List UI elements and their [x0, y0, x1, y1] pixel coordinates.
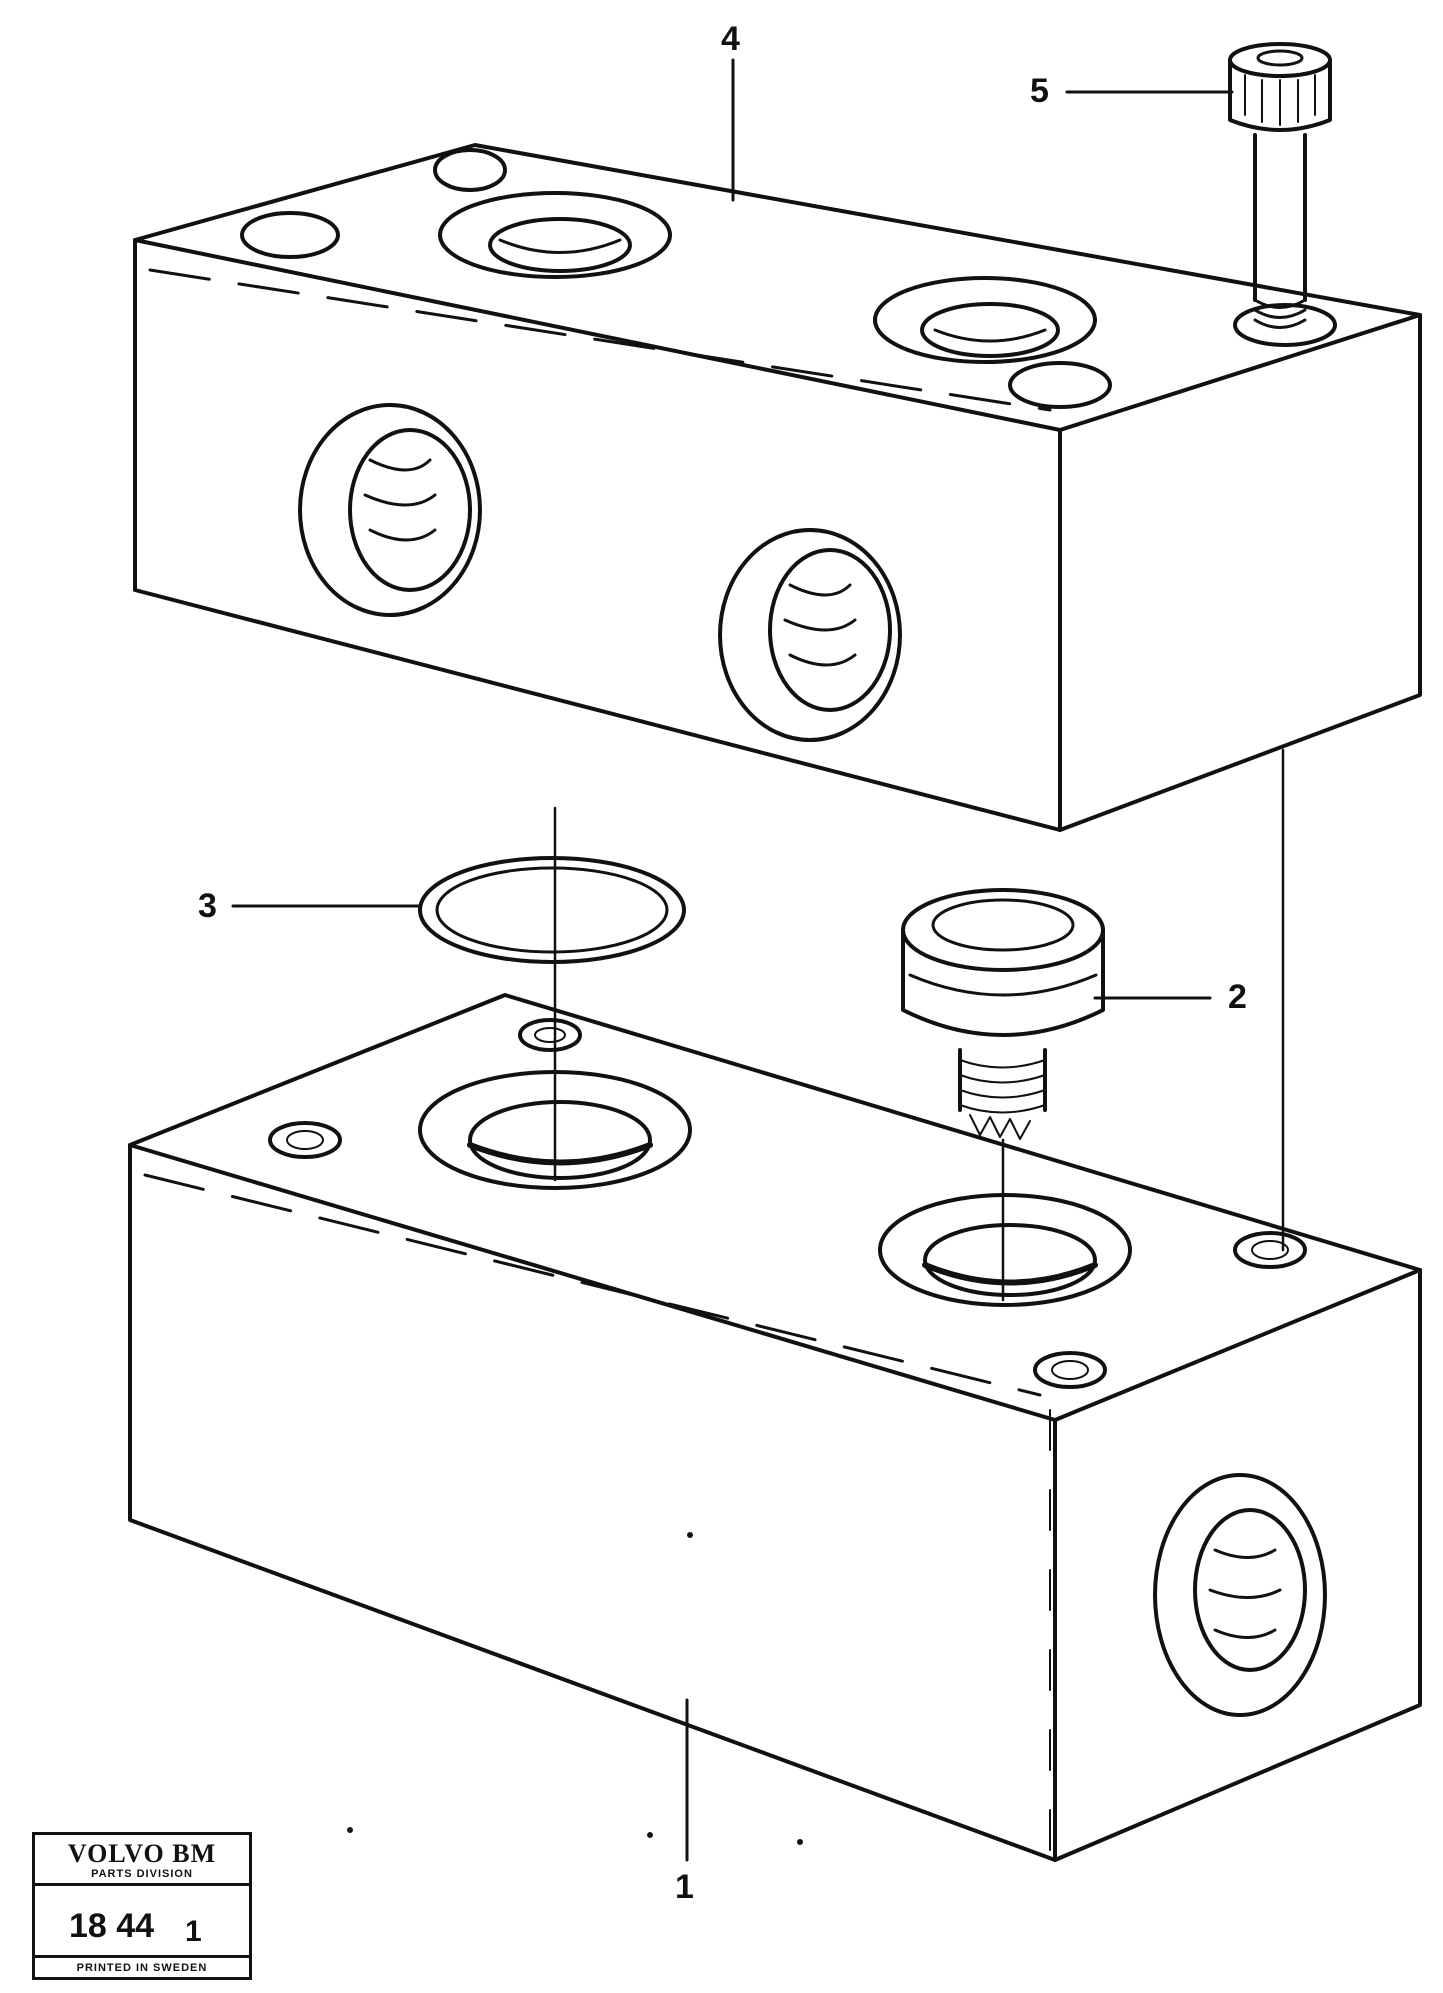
callout-2: 2	[1228, 978, 1247, 1016]
lower-valve-block	[128, 993, 1422, 1862]
parts-stamp: VOLVO BM PARTS DIVISION 18 44 1 PRINTED …	[32, 1832, 252, 1980]
upper-valve-block	[133, 143, 1422, 832]
assembly-lines	[553, 748, 1285, 1302]
stamp-drawing-number: 18 44	[69, 1907, 155, 1945]
callout-3: 3	[198, 887, 217, 925]
callout-4: 4	[721, 20, 740, 58]
print-specks	[347, 1532, 803, 1845]
stamp-drawing-suffix: 1	[185, 1915, 202, 1948]
leader-lines	[231, 58, 1234, 1862]
callout-5: 5	[1030, 72, 1049, 110]
stamp-printed-in: PRINTED IN SWEDEN	[35, 1955, 249, 1977]
callout-1: 1	[675, 1868, 694, 1906]
stamp-division: PARTS DIVISION	[35, 1868, 249, 1886]
o-ring	[418, 856, 686, 964]
stamp-brand: VOLVO BM	[67, 1839, 217, 1868]
check-valve	[901, 888, 1105, 1140]
cap-screw	[1228, 42, 1332, 329]
